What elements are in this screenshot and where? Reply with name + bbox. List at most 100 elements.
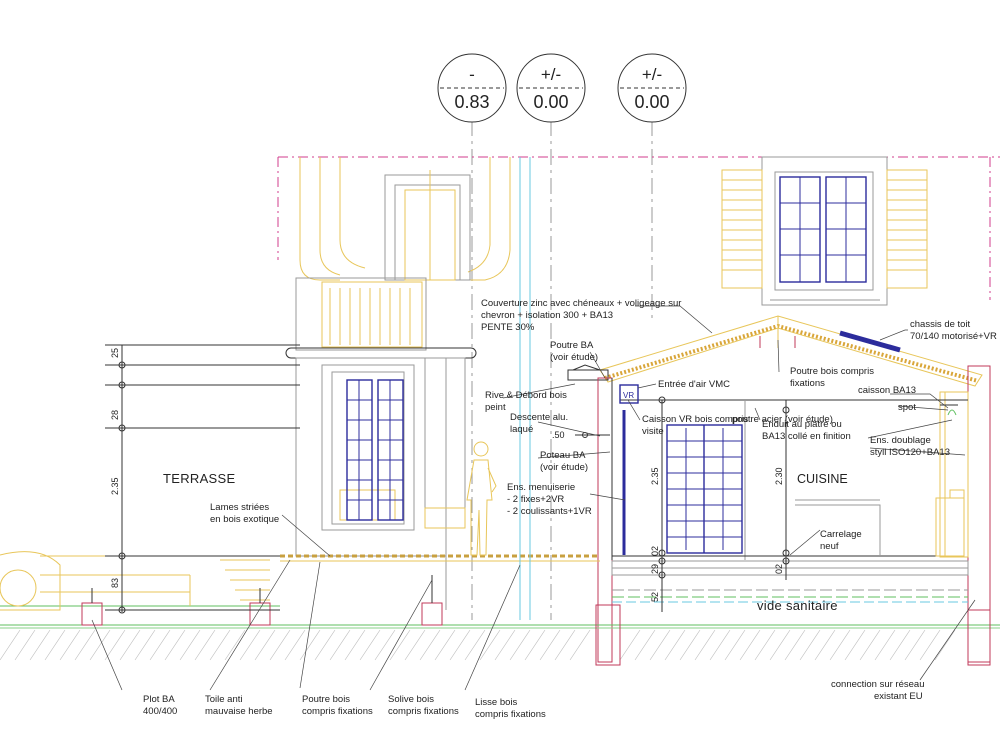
annotation-descente: Descente alu. laqué [510,412,568,435]
annotation-lisse: Lisse bois compris fixations [475,697,546,720]
dim-label: 2.35 [650,467,660,485]
dim-label: 52 [650,592,660,602]
floor-slabs [280,554,969,598]
dim-label: 25 [110,348,120,358]
annotation-text: peint [485,402,506,413]
annotation-text: Poutre bois compris [790,366,874,377]
facade-window-upper-right [721,156,928,306]
annotation-text: Caisson VR bois compris [642,414,748,425]
level-sign: - [469,65,475,84]
dim-label: .50 [552,430,565,440]
annotation-text: Ens. menuiserie [507,482,575,493]
annotation-text: Rive & Débord bois [485,390,567,401]
annotation-text: neuf [820,541,839,552]
annotation-poutre-bois-toit: Poutre bois compris fixations [790,366,874,389]
annotation-text: fixations [790,378,825,389]
annotation-poutre-bois-sol: Poutre bois compris fixations [302,694,373,717]
annotation-text: 400/400 [143,706,177,717]
annotation-text: Poutre bois [302,694,350,705]
level-sign: +/- [642,65,662,84]
dim-label: 83 [110,578,120,588]
dim-label: 28 [110,410,120,420]
room-label-cuisine: CUISINE [797,472,848,486]
annotation-poutre-ba: Poutre BA (voir étude) [550,340,598,363]
existing-facade [285,157,511,610]
annotation-rive: Rive & Débord bois peint [485,390,567,413]
annotation-text: Lisse bois [475,697,517,708]
vr-tag: VR [623,391,634,400]
annotation-text: PENTE 30% [481,322,535,333]
annotation-text: visite [642,426,664,437]
kitchen-furniture [795,489,965,557]
annotation-plot: Plot BA 400/400 [143,694,177,717]
level-markers: - 0.83 +/- 0.00 +/- 0.00 [437,53,687,620]
annotation-solive: Solive bois compris fixations [388,694,459,717]
level-value: 0.00 [533,92,568,112]
facade-window-left [346,379,404,521]
annotation-caisson-ba13: caisson BA13 [858,385,916,396]
dim-label: 02 [774,564,784,574]
annotation-text: en bois exotique [210,514,279,525]
level-sign: +/- [541,65,561,84]
extension-roof [567,315,983,387]
annotation-text: chevron + isolation 300 + BA13 [481,310,613,321]
extension-walls [597,365,991,663]
annotation-text: (voir étude) [540,462,588,473]
annotation-carrelage: Carrelage neuf [820,529,862,552]
annotation-doublage: Ens. doublage styll ISO120+BA13 [870,435,950,458]
annotation-text: Toile anti [205,694,243,705]
annotation-spot: spot [898,402,916,413]
dimension-chain-right: 2.30 02 [774,400,790,580]
annotation-text: chassis de toit [910,319,971,330]
dim-label: 29 [650,564,660,574]
annotation-text: - 2 fixes+2VR [507,494,564,505]
annotation-text: Lames striées [210,502,269,513]
axis-lines [277,156,1000,300]
annotation-connection: connection sur réseau existant EU [831,679,924,702]
annotation-text: existant EU [874,691,923,702]
person-figure [466,441,497,556]
level-marker-1: - 0.83 [437,53,507,123]
level-marker-2: +/- 0.00 [516,53,586,123]
annotation-poutre-acier: poutre acier (voir étude) [732,414,833,425]
annotation-lames: Lames striées en bois exotique [210,502,279,525]
annotation-menuiserie: Ens. menuiserie - 2 fixes+2VR - 2 coulis… [507,482,592,517]
level-marker-3: +/- 0.00 [617,53,687,123]
annotation-text: Enduit au plâtre ou [762,419,842,430]
annotation-text: Solive bois [388,694,434,705]
annotation-text: Descente alu. [510,412,568,423]
annotation-caisson-vr: Caisson VR bois compris visite [642,414,748,437]
dimension-chain-left: 25 28 2.35 83 [105,344,300,614]
bay-door: VR [619,384,743,555]
dim-label: 2.30 [774,467,784,485]
annotation-couverture: Couverture zinc avec chéneaux + voligeag… [481,298,681,333]
leader-lines [91,305,976,691]
dim-label: 2.35 [110,477,120,495]
annotation-text: compris fixations [302,706,373,717]
annotation-poteau-ba: Poteau BA (voir étude) [540,450,588,473]
dimension-chain-mid: .50 2.35 02 29 52 [552,396,666,612]
annotation-text: Couverture zinc avec chéneaux + voligeag… [481,298,681,309]
annotation-text: styll ISO120+BA13 [870,447,950,458]
annotation-text: connection sur réseau [831,679,924,690]
annotation-text: compris fixations [388,706,459,717]
annotation-entree-air: Entrée d'air VMC [658,379,730,390]
room-label-terrasse: TERRASSE [163,471,236,486]
annotation-enduit: Enduit au plâtre ou BA13 collé en finiti… [762,419,851,442]
level-value: 0.83 [454,92,489,112]
annotation-text: Plot BA [143,694,175,705]
annotation-text: Carrelage [820,529,862,540]
annotation-text: BA13 collé en finition [762,431,851,442]
annotation-text: laqué [510,424,533,435]
level-value: 0.00 [634,92,669,112]
annotation-text: compris fixations [475,709,546,720]
annotation-text: Poteau BA [540,450,586,461]
annotation-text: 70/140 motorisé+VR [910,331,997,342]
annotation-text: mauvaise herbe [205,706,273,717]
annotation-text: - 2 coulissants+1VR [507,506,592,517]
annotation-chassis: chassis de toit 70/140 motorisé+VR [910,319,997,342]
annotation-text: Poutre BA [550,340,594,351]
dim-label: 02 [650,546,660,556]
annotation-toile: Toile anti mauvaise herbe [205,694,273,717]
